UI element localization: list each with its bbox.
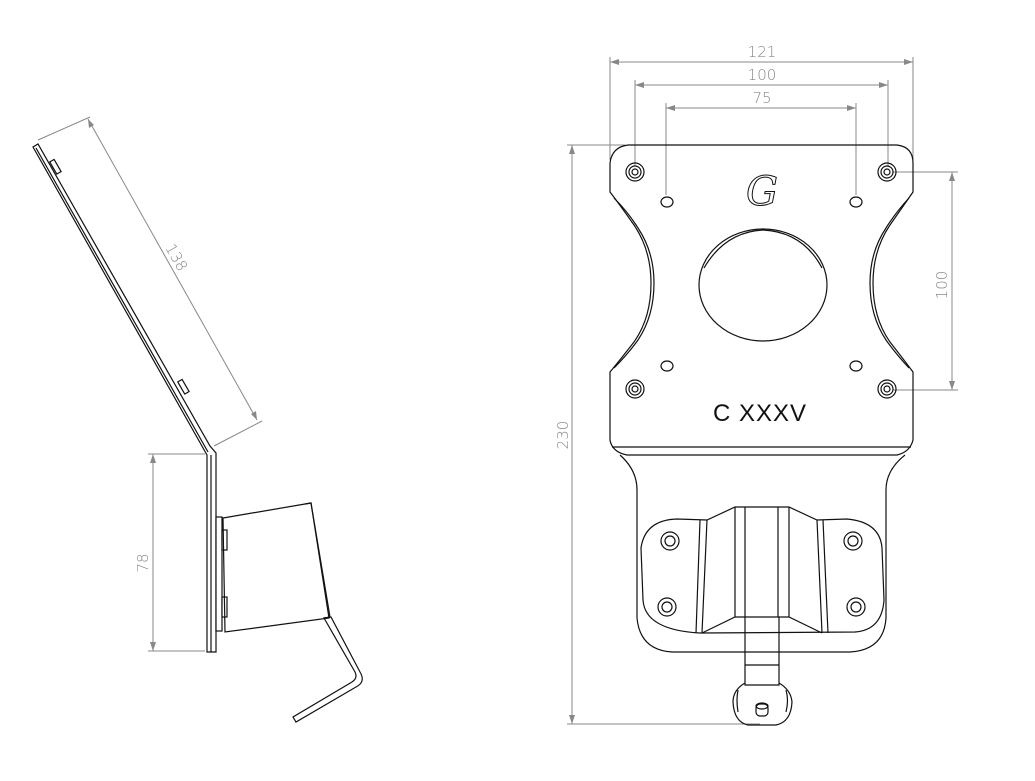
logo-g: G	[746, 169, 778, 215]
tilt-knob	[732, 617, 793, 726]
dimension-label-121: 121	[748, 43, 777, 61]
dimension-label-78: 78	[134, 553, 152, 572]
mounting-hole-small	[660, 196, 863, 372]
dimension-label-75: 75	[752, 89, 771, 107]
front-view: 121 100 75 230 100	[554, 43, 958, 726]
dimension-label-230: 230	[554, 421, 572, 450]
dimension-100-vertical: 100	[893, 171, 958, 391]
vesa-plate: G C XXXV	[609, 144, 914, 456]
dimension-label-100-horizontal: 100	[748, 66, 777, 84]
dimension-75: 75	[665, 89, 857, 195]
dimension-label-100-vertical: 100	[933, 271, 951, 300]
bracket-screw	[657, 531, 866, 617]
mounting-hole-large	[625, 162, 897, 399]
engraving-text: C XXXV	[713, 400, 807, 427]
tilted-plate	[32, 143, 217, 653]
lower-bracket	[619, 454, 906, 726]
dimension-121: 121	[609, 43, 914, 160]
dimension-100-horizontal: 100	[634, 66, 889, 166]
dimension-230: 230	[554, 144, 760, 725]
mount-bracket-side	[215, 502, 363, 723]
side-view: 138 78	[32, 116, 363, 723]
dimension-78: 78	[134, 453, 205, 652]
dimension-138: 138	[37, 116, 263, 447]
